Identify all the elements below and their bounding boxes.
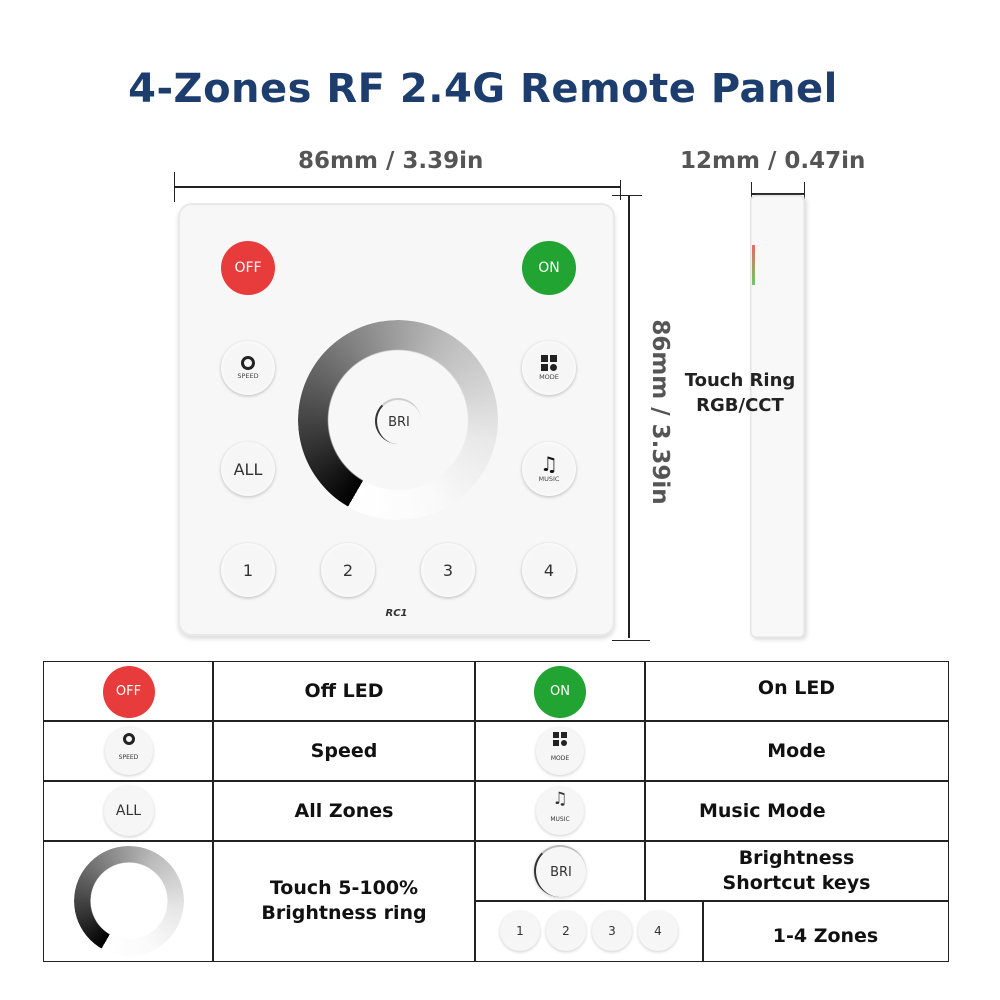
legend-icon-cell: MODE	[474, 720, 646, 782]
off-icon: OFF	[102, 665, 155, 718]
mode-label: MODE	[539, 373, 559, 381]
speed-icon	[241, 356, 255, 370]
bri-button[interactable]: BRI	[375, 398, 421, 444]
off-button[interactable]: OFF	[221, 241, 275, 295]
dimension-tick	[804, 182, 805, 206]
depth-dimension-line	[752, 193, 804, 195]
remote-panel-front: OFF ON SPEED MODE ALL ♫ MUSIC BRI 1 2 3 …	[178, 203, 615, 636]
zone-1-button[interactable]: 1	[221, 543, 275, 597]
zone-2-icon: 2	[546, 911, 586, 951]
legend-desc: Mode	[644, 720, 949, 782]
page-title: 4-Zones RF 2.4G Remote Panel	[128, 66, 838, 112]
brand-logo: RC1	[385, 608, 408, 619]
legend-icon-cell	[43, 840, 214, 962]
on-icon: ON	[534, 665, 586, 718]
speed-icon: SPEED	[104, 727, 153, 775]
zone-4-icon: 4	[638, 911, 678, 951]
legend-desc: Speed	[212, 720, 476, 782]
legend-desc: All Zones	[212, 780, 476, 842]
legend-icon-cell: SPEED	[43, 720, 214, 782]
music-button[interactable]: ♫ MUSIC	[522, 442, 576, 496]
dimension-tick	[620, 180, 621, 200]
mode-icon: MODE	[536, 727, 584, 775]
dimension-tick	[612, 640, 650, 641]
all-zones-button[interactable]: ALL	[221, 442, 275, 496]
zone-2-button[interactable]: 2	[321, 543, 375, 597]
legend-icon-cell: BRI	[474, 840, 646, 902]
music-note-icon: ♫	[540, 452, 558, 476]
depth-dimension-label: 12mm / 0.47in	[680, 148, 866, 174]
legend-desc: Off LED	[212, 661, 476, 722]
touch-ring-label-line: RGB/CCT	[696, 395, 784, 416]
brightness-ring-icon	[73, 846, 184, 956]
width-dimension-line	[175, 186, 620, 188]
legend-desc: Touch 5-100% Brightness ring	[212, 840, 476, 962]
music-note-icon: ♫ MUSIC	[536, 787, 584, 835]
zone-3-button[interactable]: 3	[421, 543, 475, 597]
legend-icon-cell: 1 2 3 4	[474, 900, 704, 962]
legend-icon-cell: OFF	[43, 661, 214, 722]
legend-desc: 1-4 Zones	[702, 900, 949, 962]
height-dimension-label: 86mm / 3.39in	[647, 319, 673, 505]
mode-icon	[541, 355, 557, 371]
mode-button[interactable]: MODE	[522, 341, 576, 395]
side-led-strip	[752, 245, 755, 285]
speed-label: SPEED	[237, 372, 259, 380]
speed-button[interactable]: SPEED	[221, 341, 275, 395]
touch-ring-label-line: Touch Ring	[684, 370, 796, 391]
dimension-tick	[174, 172, 175, 202]
legend-icon-cell: ALL	[43, 780, 214, 842]
zone-3-icon: 3	[592, 911, 632, 951]
legend-desc: Brightness Shortcut keys	[644, 840, 949, 902]
touch-ring-label: Touch Ring RGB/CCT	[672, 368, 808, 418]
dimension-tick	[751, 182, 752, 206]
dimension-tick	[612, 195, 642, 196]
legend-icon-cell: ON	[474, 661, 646, 722]
bri-icon: BRI	[534, 845, 586, 897]
remote-panel-side	[750, 195, 805, 638]
width-dimension-label: 86mm / 3.39in	[298, 148, 484, 174]
legend-icon-cell: ♫ MUSIC	[474, 780, 646, 842]
zone-4-button[interactable]: 4	[522, 543, 576, 597]
all-icon: ALL	[103, 786, 154, 836]
height-dimension-line	[628, 195, 630, 638]
on-button[interactable]: ON	[522, 241, 576, 295]
legend-desc: On LED	[644, 661, 949, 722]
music-label: MUSIC	[538, 475, 560, 483]
legend-desc: Music Mode	[644, 780, 949, 842]
zone-1-icon: 1	[500, 911, 540, 951]
